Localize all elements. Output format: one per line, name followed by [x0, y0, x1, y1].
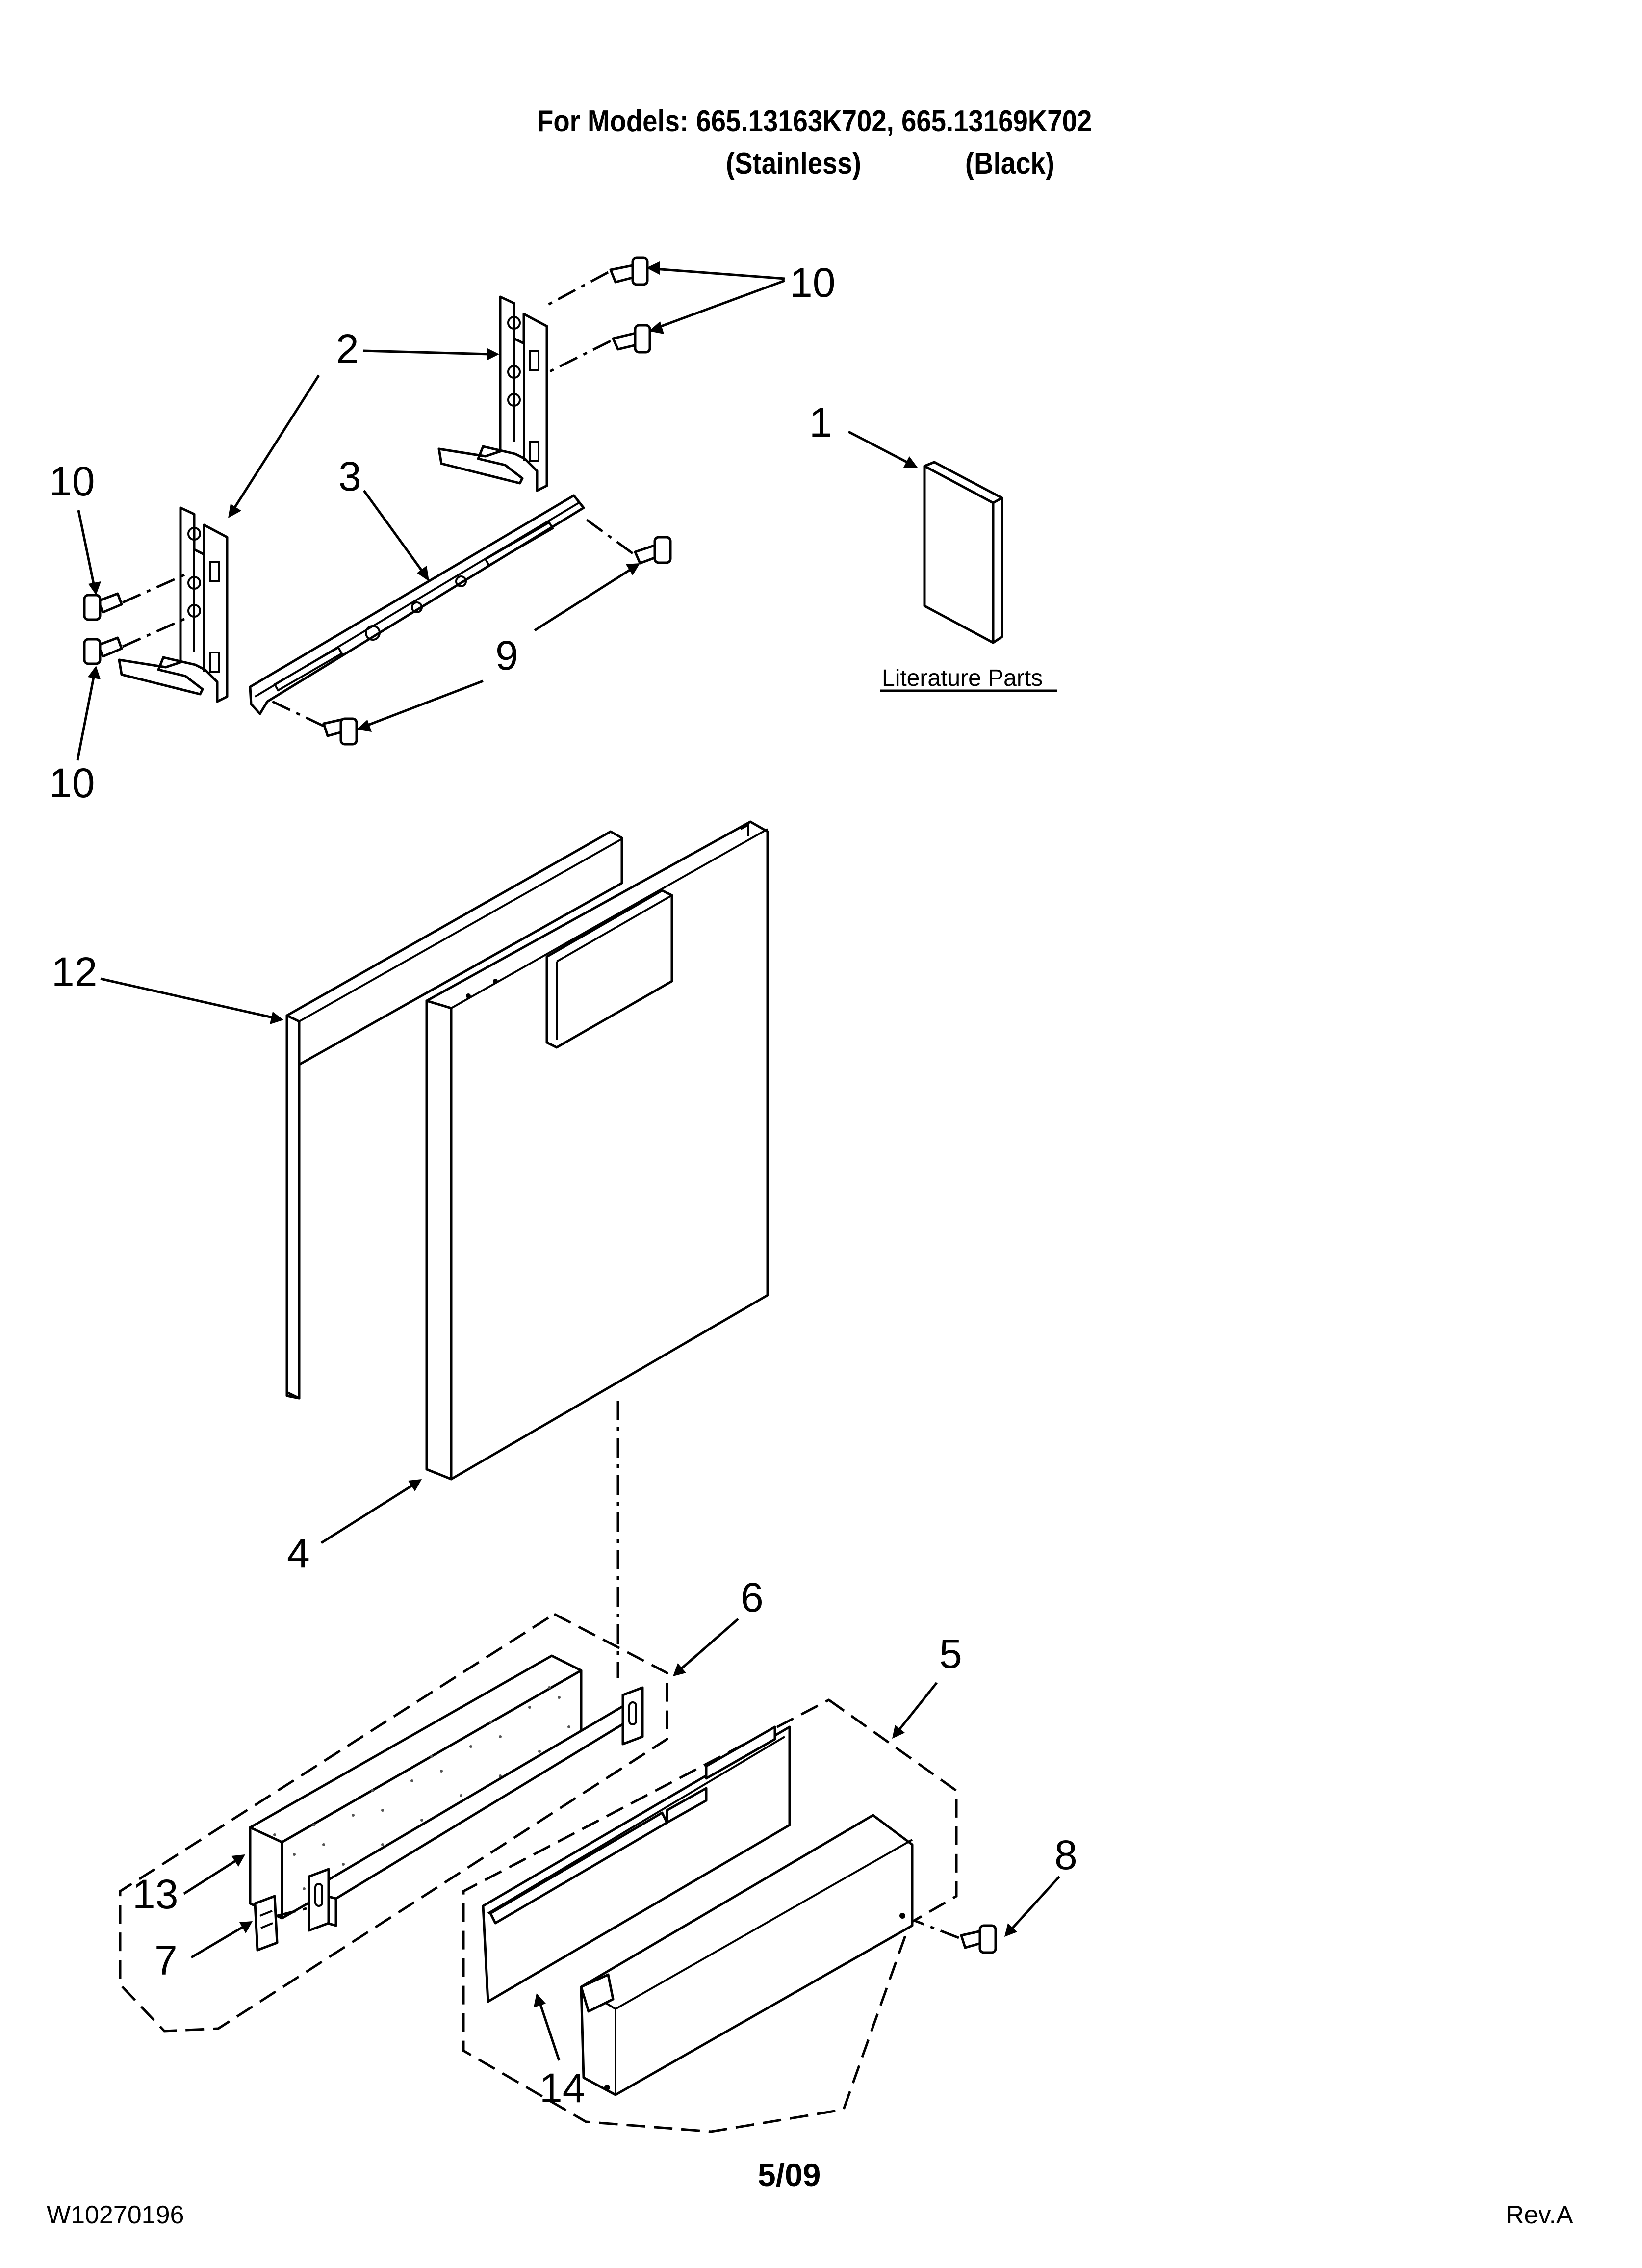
- variant-stainless: (Stainless): [726, 147, 861, 181]
- vent-channel-6: [308, 1686, 644, 1932]
- models-title: For Models: 665.13163K702, 665.13169K702: [537, 104, 1092, 138]
- hinge-bracket-left: [118, 506, 229, 703]
- callout-2-top: 2: [336, 326, 359, 372]
- hinge-bracket-right: [437, 295, 548, 492]
- callout-12: 12: [51, 949, 97, 995]
- callout-7: 7: [154, 1937, 178, 1983]
- revision-label: Rev.A: [1506, 2201, 1573, 2229]
- kit-6-outline: [119, 1613, 668, 2033]
- callout-14: 14: [539, 2065, 585, 2111]
- callout-10-left-top: 10: [49, 458, 95, 504]
- document-number: W10270196: [47, 2201, 184, 2229]
- screw-8: [960, 1924, 997, 1954]
- mounting-rail: [249, 494, 585, 715]
- callout-13: 13: [132, 1871, 178, 1917]
- callout-10-left-bottom: 10: [49, 760, 95, 806]
- callout-4: 4: [287, 1530, 310, 1576]
- leader-lines: [76, 261, 1060, 2061]
- callout-5: 5: [939, 1631, 962, 1677]
- callout-1: 1: [809, 399, 832, 445]
- screw-9-right: [634, 536, 672, 565]
- kit-5-outline: [462, 1698, 958, 2133]
- screw-10-left-a: [83, 592, 123, 621]
- revision-date: 5/09: [758, 2157, 821, 2193]
- literature-parts-label: Literature Parts: [882, 665, 1043, 691]
- callout-10-top: 10: [790, 260, 835, 306]
- door-panel-12: [285, 830, 623, 1400]
- access-panel-5: [580, 1814, 914, 2096]
- outer-door-panel-4: [425, 820, 769, 1481]
- screw-9-left: [322, 717, 358, 746]
- toe-kick-14: [482, 1725, 791, 2003]
- screw-10-top-a: [609, 256, 649, 286]
- screw-10-left-b: [83, 636, 123, 665]
- clip-7: [254, 1895, 279, 1952]
- screw-10-top-b: [612, 324, 651, 354]
- callout-3: 3: [338, 453, 361, 499]
- callout-6: 6: [741, 1574, 764, 1620]
- variant-black: (Black): [965, 147, 1054, 181]
- callout-8: 8: [1054, 1832, 1078, 1878]
- literature-parts-booklet: [923, 461, 1003, 644]
- callout-9: 9: [495, 632, 518, 678]
- insulation-13: [249, 1654, 583, 1920]
